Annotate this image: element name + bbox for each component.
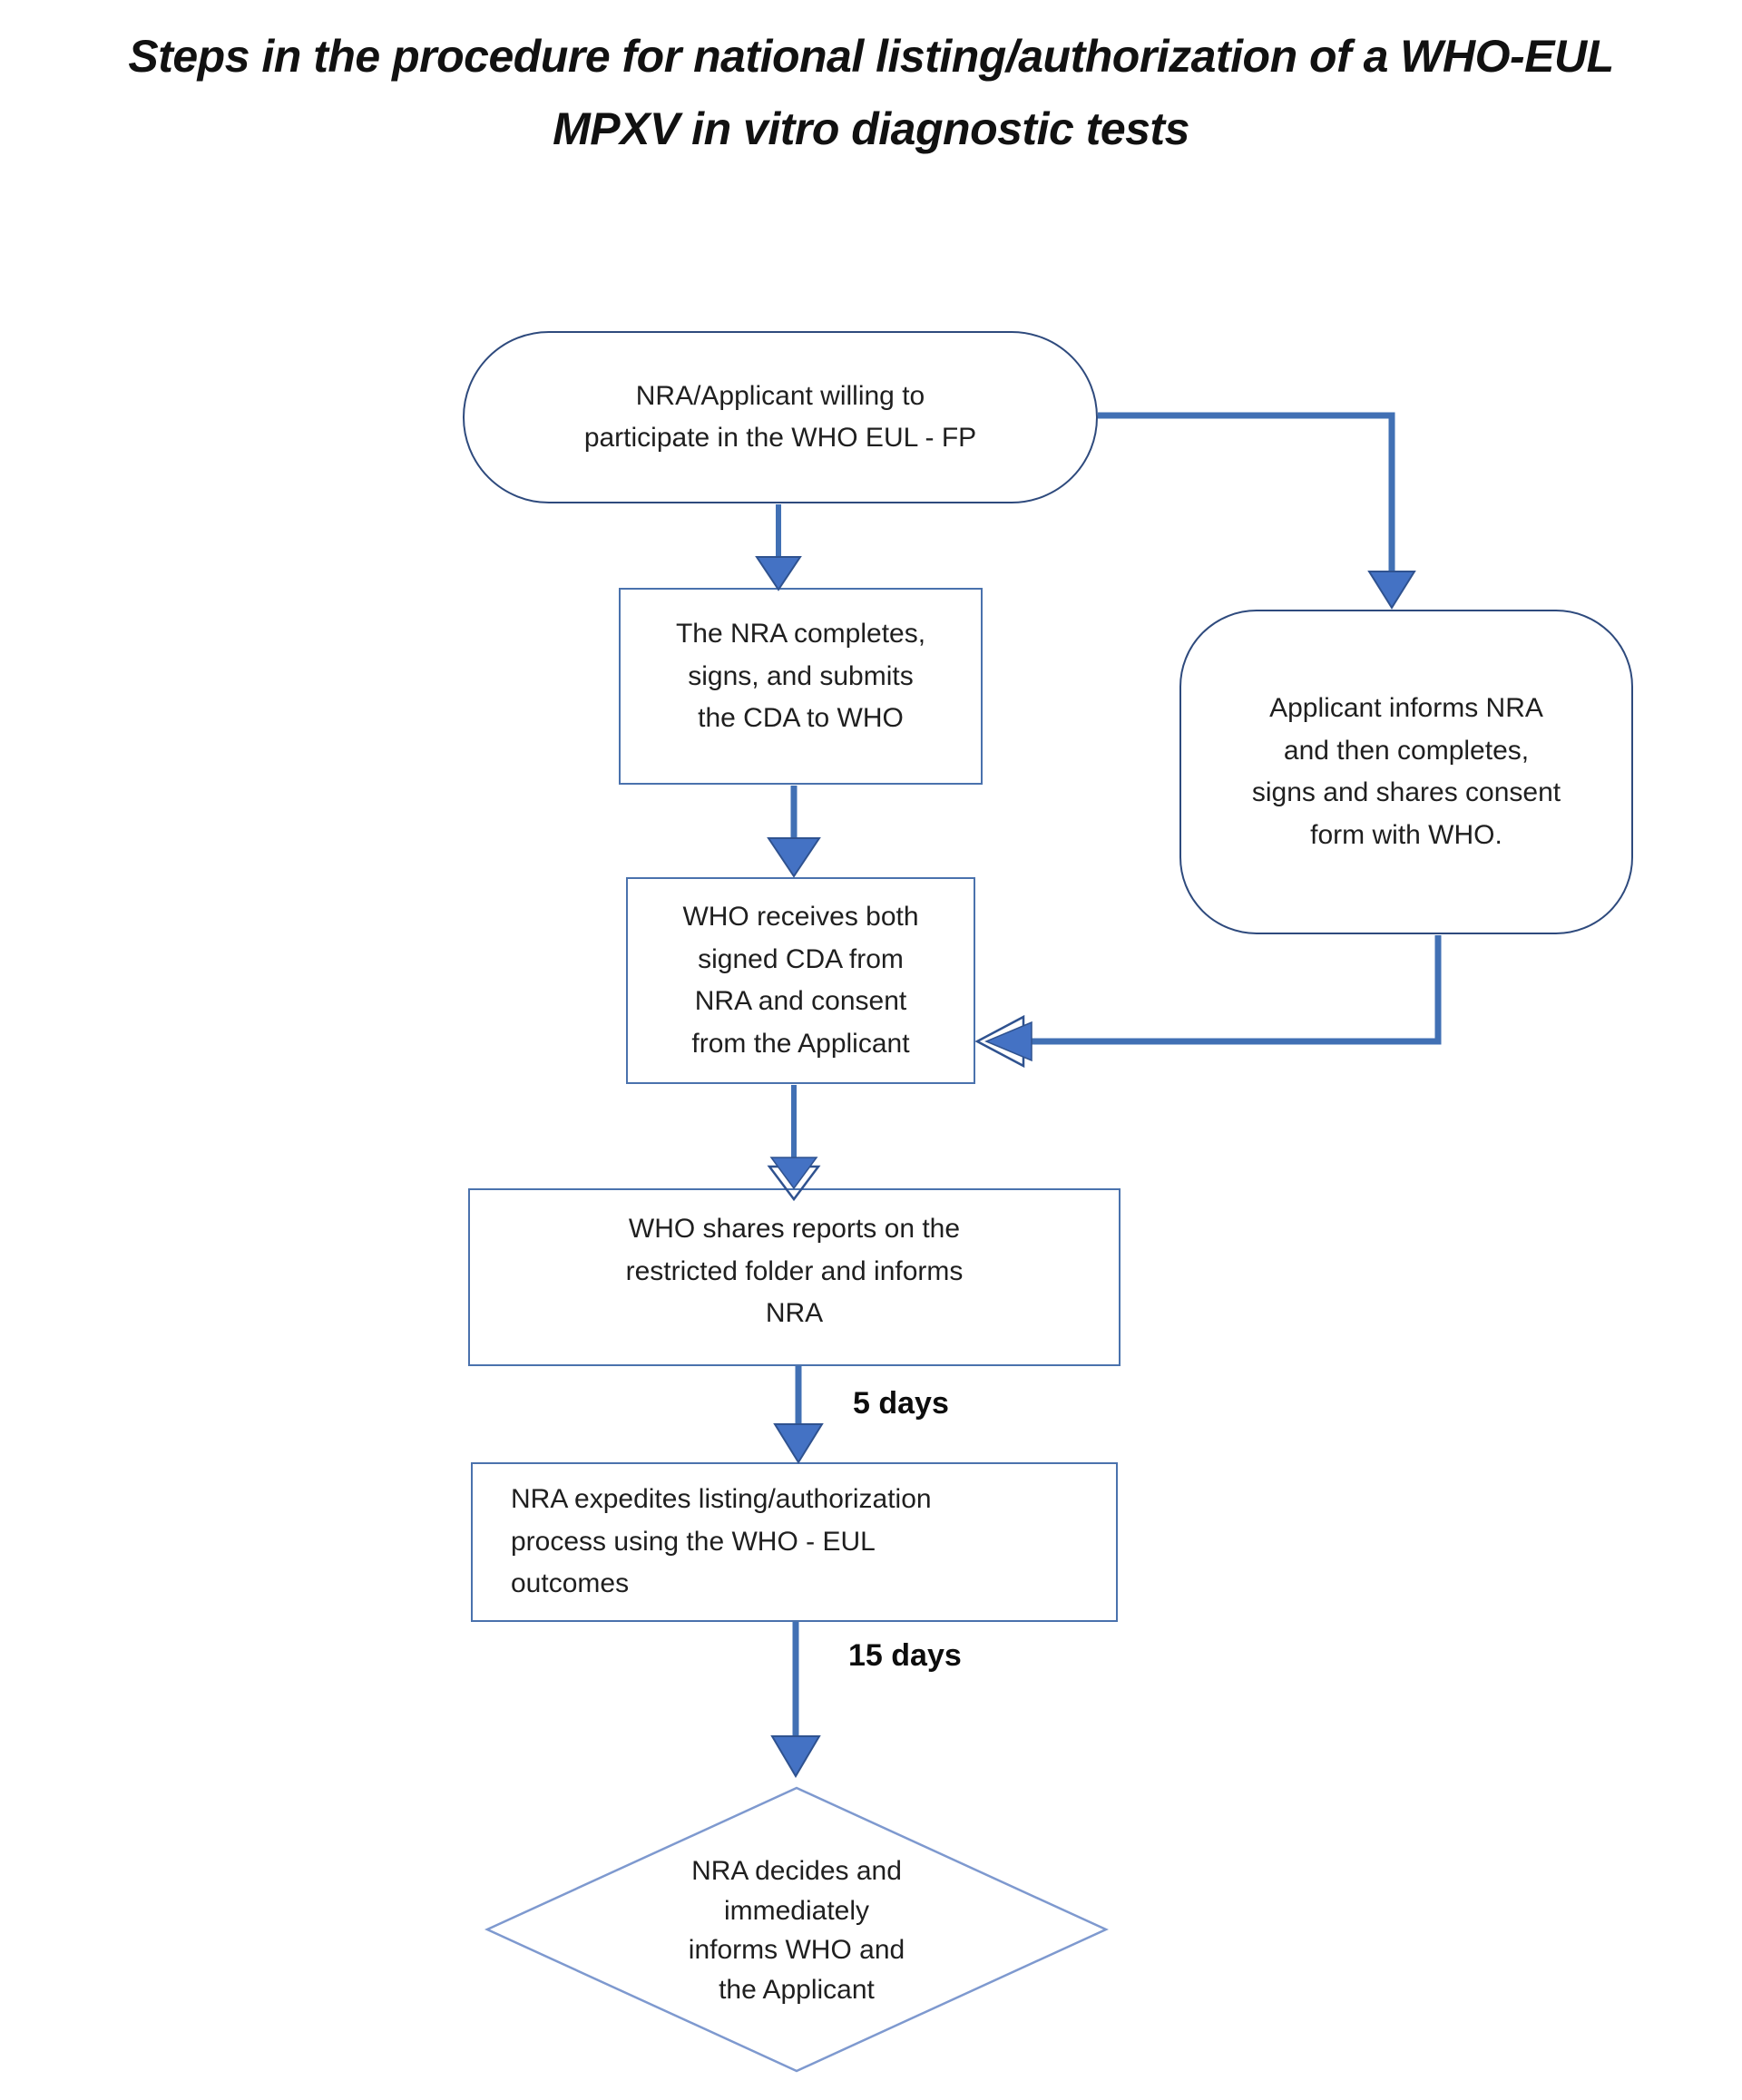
arrow-shares-to-expedites xyxy=(773,1366,824,1464)
node-applicant-consent: Applicant informs NRA and then completes… xyxy=(1179,610,1633,934)
node-who-receives-label: WHO receives both signed CDA from NRA an… xyxy=(682,902,919,1059)
node-applicant-consent-label: Applicant informs NRA and then completes… xyxy=(1251,693,1561,850)
arrow-start-to-consent xyxy=(1098,412,1416,610)
node-who-shares-reports-label: WHO shares reports on the restricted fol… xyxy=(625,1214,964,1328)
node-nra-decides-text: NRA decides and immediately informs WHO … xyxy=(688,1856,905,2005)
node-nra-expedites-label: NRA expedites listing/authorization proc… xyxy=(511,1484,932,1599)
arrow-consent-to-receives xyxy=(974,935,1442,1069)
node-who-shares-reports: WHO shares reports on the restricted fol… xyxy=(468,1188,1121,1366)
arrow-cda-to-receives xyxy=(767,786,821,878)
node-nra-decides-label: NRA decides and immediately informs WHO … xyxy=(633,1851,960,2010)
node-who-receives: WHO receives both signed CDA from NRA an… xyxy=(626,877,975,1084)
page-title: Steps in the procedure for national list… xyxy=(128,31,1614,154)
node-nra-completes-cda-label: The NRA completes, signs, and submits th… xyxy=(675,619,926,733)
node-start-label: NRA/Applicant willing to participate in … xyxy=(583,380,977,454)
arrow-start-to-cda xyxy=(755,504,802,591)
edge-label-5-days: 5 days xyxy=(853,1386,949,1421)
node-nra-completes-cda: The NRA completes, signs, and submits th… xyxy=(619,588,983,785)
node-start-oval: NRA/Applicant willing to participate in … xyxy=(463,331,1098,503)
edge-label-15-days: 15 days xyxy=(848,1638,962,1673)
node-nra-expedites: NRA expedites listing/authorization proc… xyxy=(471,1462,1118,1622)
arrow-receives-to-shares xyxy=(767,1085,821,1202)
arrow-expedites-to-decision xyxy=(770,1622,821,1778)
